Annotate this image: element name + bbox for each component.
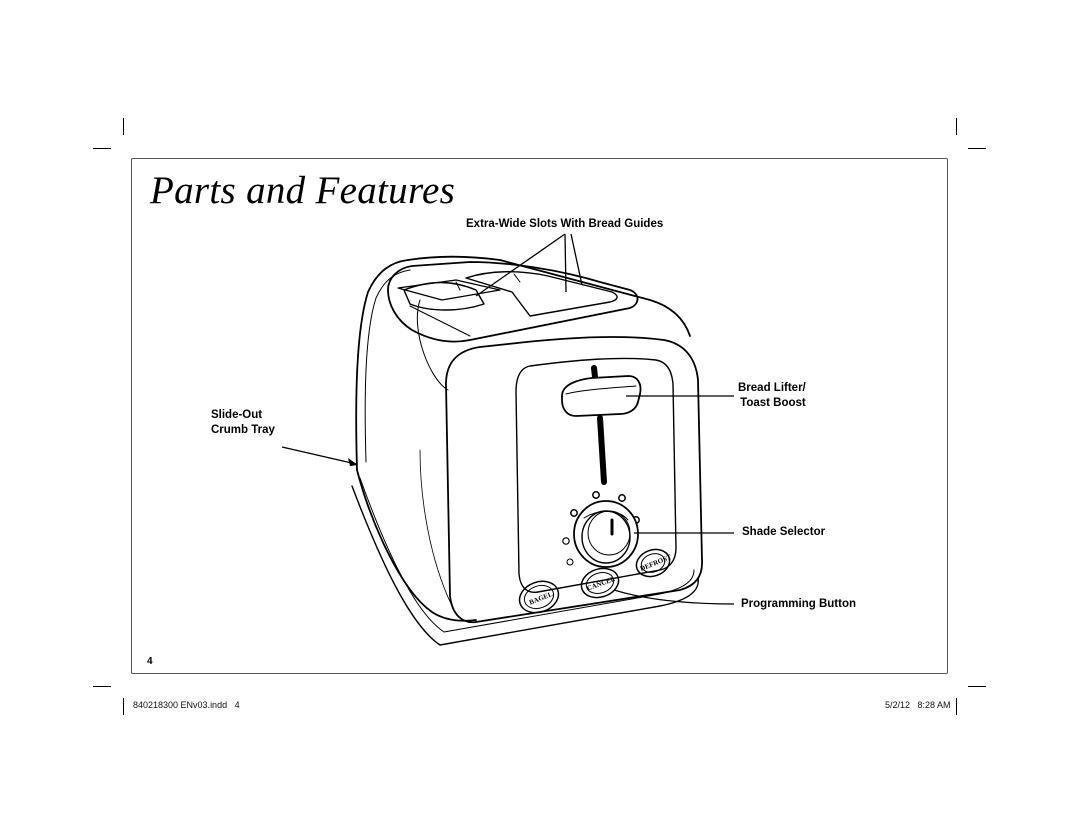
crop-mark [968,686,986,687]
callout-shade-selector: Shade Selector [742,526,826,538]
page-title: Parts and Features [150,169,456,212]
footer-datetime: 5/2/12 8:28 AM [885,700,951,710]
callout-crumb-tray: Slide-Out Crumb Tray [211,408,275,438]
callout-bread-lifter-line2: Toast Boost [740,397,806,409]
footer-file-slug: 840218300 ENv03.indd 4 [133,700,240,710]
crop-mark [123,698,124,715]
callout-bread-lifter: Bread Lifter/ Toast Boost [738,381,806,411]
crop-mark [93,686,111,687]
callout-crumb-tray-line2: Crumb Tray [211,424,275,436]
crop-mark [123,118,124,135]
callout-programming-button: Programming Button [741,598,856,610]
callout-slots: Extra-Wide Slots With Bread Guides [466,218,664,230]
callout-bread-lifter-line1: Bread Lifter/ [738,382,806,394]
crop-mark [93,148,111,149]
page-number: 4 [147,656,153,667]
crop-mark [956,118,957,135]
crop-mark [956,698,957,715]
crop-mark [968,148,986,149]
page-frame [131,158,948,674]
callout-crumb-tray-line1: Slide-Out [211,409,263,421]
defrost-button-label: DEFROST [639,553,673,573]
